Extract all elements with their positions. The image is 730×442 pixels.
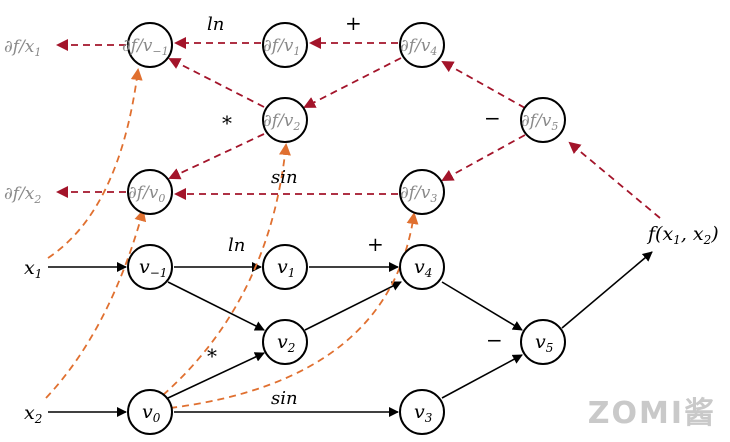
bedge-f-gv5 bbox=[568, 141, 661, 219]
grad-node-vm1: ∂f/v−1 bbox=[122, 22, 173, 68]
output-f: f(x1, x2) bbox=[646, 223, 719, 247]
edge-v0-v2 bbox=[167, 352, 265, 399]
svg-text:v2: v2 bbox=[277, 331, 295, 355]
edge-v2-v4 bbox=[304, 281, 402, 331]
bwd-op-times: * bbox=[222, 111, 232, 135]
grad-output-x1: ∂f/x1 bbox=[4, 37, 41, 59]
node-v4: v4 bbox=[399, 244, 445, 290]
bedge-gv2-gvm1 bbox=[168, 58, 265, 108]
edge-v4-v5 bbox=[441, 281, 523, 331]
bedge-gv5-gv3 bbox=[441, 134, 526, 181]
fwd-op-sin: sin bbox=[271, 388, 298, 409]
dep-x1-gvm1 bbox=[47, 68, 143, 259]
fwd-op-ln: ln bbox=[228, 235, 245, 256]
watermark-logo: ZOMI酱 bbox=[587, 396, 716, 431]
svg-text:∂f/v0: ∂f/v0 bbox=[128, 183, 165, 205]
svg-text:∂f/v5: ∂f/v5 bbox=[521, 111, 558, 133]
bedge-gv5-gv4 bbox=[441, 61, 526, 109]
fwd-op-times: * bbox=[207, 344, 217, 368]
fwd-op-plus: + bbox=[367, 232, 384, 256]
node-v3: v3 bbox=[399, 389, 445, 435]
bwd-op-minus: − bbox=[484, 106, 501, 130]
svg-text:∂f/v−1: ∂f/v−1 bbox=[122, 36, 169, 58]
node-v5: v5 bbox=[520, 319, 566, 365]
grad-output-x2: ∂f/x2 bbox=[4, 184, 41, 206]
edge-v5-f bbox=[561, 251, 653, 329]
svg-text:v0: v0 bbox=[142, 401, 161, 425]
svg-text:v4: v4 bbox=[414, 256, 432, 280]
edge-vm1-v2 bbox=[167, 281, 265, 331]
svg-text:∂f/v4: ∂f/v4 bbox=[400, 36, 437, 58]
node-v2: v2 bbox=[262, 319, 308, 365]
node-v0: v0 bbox=[127, 389, 173, 435]
grad-node-v1: ∂f/v1 bbox=[262, 22, 308, 68]
svg-text:∂f/v3: ∂f/v3 bbox=[400, 183, 437, 205]
grad-node-v0: ∂f/v0 bbox=[127, 169, 173, 215]
bwd-op-sin: sin bbox=[271, 167, 298, 188]
bwd-op-ln: ln bbox=[207, 14, 224, 35]
svg-text:v−1: v−1 bbox=[139, 256, 167, 280]
svg-text:∂f/v2: ∂f/v2 bbox=[263, 111, 300, 133]
bedge-gv4-gv2 bbox=[303, 57, 402, 108]
dep-x2-gv0 bbox=[45, 209, 147, 399]
input-x2: x2 bbox=[24, 402, 42, 426]
fwd-op-minus: − bbox=[486, 328, 503, 352]
svg-text:v5: v5 bbox=[535, 331, 553, 355]
bwd-op-plus: + bbox=[345, 11, 362, 35]
grad-node-v4: ∂f/v4 bbox=[399, 22, 445, 68]
bedge-gv2-gv0 bbox=[168, 133, 265, 180]
grad-node-v3: ∂f/v3 bbox=[399, 169, 445, 215]
svg-text:v1: v1 bbox=[277, 256, 295, 280]
dep-v0-gv2 bbox=[162, 143, 291, 396]
svg-text:∂f/v1: ∂f/v1 bbox=[263, 36, 300, 58]
edge-v3-v5 bbox=[441, 354, 523, 399]
node-vm1: v−1 bbox=[127, 244, 173, 290]
grad-node-v5: ∂f/v5 bbox=[520, 97, 566, 143]
svg-text:v3: v3 bbox=[414, 401, 433, 425]
input-x1: x1 bbox=[24, 257, 42, 281]
grad-node-v2: ∂f/v2 bbox=[262, 97, 308, 143]
dep-v0-gv3 bbox=[169, 212, 419, 409]
node-v1: v1 bbox=[262, 244, 308, 290]
